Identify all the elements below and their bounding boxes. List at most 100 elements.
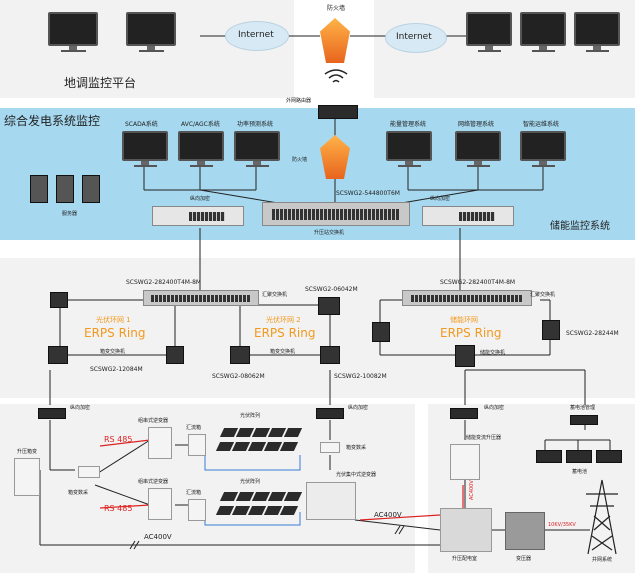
switch-12084-label: SCSWG2-12084M — [90, 366, 143, 373]
system-scada-label: SCADA系统 — [125, 121, 158, 128]
internet-cloud-right — [386, 24, 446, 52]
mid-switch-model: SCSWG2-06042M — [305, 286, 358, 293]
system-om-label: 智能运维系统 — [523, 121, 560, 128]
dispatch-monitor-1 — [48, 12, 98, 54]
right-agg-switch — [402, 290, 532, 306]
ring-band — [0, 258, 635, 398]
string-inverter2 — [148, 488, 172, 520]
bms-device — [570, 415, 598, 425]
energy-monitor — [386, 131, 432, 167]
system-network-label: 网络管理系统 — [458, 121, 495, 128]
switch-08062-label: SCSWG2-08062M — [212, 373, 265, 380]
ac400-left-label: AC400V — [144, 533, 172, 541]
server-label: 服务器 — [62, 211, 78, 217]
forecast-monitor — [234, 131, 280, 167]
left-agg-switch — [143, 290, 259, 306]
dispatch-monitor-4 — [520, 12, 566, 54]
storage-switch-label: 储能交换机 — [480, 350, 506, 356]
dispatch-monitor-3 — [466, 12, 512, 54]
ring1-label: ERPS Ring — [84, 326, 146, 340]
ac400-mid-label: AC400V — [374, 511, 402, 519]
transformer-device — [505, 512, 545, 550]
box-data-label-2: 箱变数采 — [346, 445, 367, 451]
server-1 — [30, 175, 48, 203]
dispatch-monitor-2 — [126, 12, 176, 54]
scada-monitor — [122, 131, 168, 167]
encrypt-right-device — [422, 206, 514, 226]
ring2-right-switch — [320, 346, 340, 364]
encrypt2-device — [316, 408, 344, 419]
server-2 — [56, 175, 74, 203]
combiner1-label: 汇流箱 — [186, 425, 202, 431]
battery-2 — [566, 450, 592, 463]
internet-cloud-left — [226, 22, 288, 50]
ring1-bottom-switch — [48, 346, 68, 364]
transformer-label: 变压器 — [516, 556, 532, 562]
router-icon — [318, 105, 358, 119]
box-switch-label-2: 箱变交换机 — [270, 349, 296, 355]
combiner1 — [188, 434, 206, 456]
core-switch-device — [262, 202, 410, 226]
ring1-name: 光伏环网 1 — [96, 316, 131, 324]
central-inverter-label: 光伏集中式逆变器 — [336, 472, 377, 478]
battery-3 — [596, 450, 622, 463]
encrypt1-device — [38, 408, 66, 419]
left-agg-switch-model: SCSWG2-282400T4M-8M — [126, 279, 202, 286]
ring2-label: ERPS Ring — [254, 326, 316, 340]
box-switch-label-1: 箱变交换机 — [100, 349, 126, 355]
box-data-label-1: 箱变数采 — [68, 490, 89, 496]
ring2-left-switch — [230, 346, 250, 364]
firewall-top-label: 防火墙 — [327, 5, 346, 12]
combiner2 — [188, 499, 206, 521]
rs485-label-1: RS 485 — [104, 435, 133, 444]
internet-right-label: Internet — [396, 32, 432, 42]
mid-ring-switch — [318, 297, 340, 315]
integrated-monitoring-title: 综合发电系统监控 — [4, 114, 101, 128]
ring1-top-switch — [50, 292, 68, 308]
dispatch-monitor-5 — [574, 12, 620, 54]
battery-1 — [536, 450, 562, 463]
ac400-vertical-label: AC400V — [469, 480, 475, 500]
ring1-mid-switch — [166, 346, 184, 364]
switchgear-label: 升压配电室 — [452, 556, 478, 562]
grid-tower-label: 并网系统 — [592, 557, 613, 563]
om-monitor — [520, 131, 566, 167]
encrypt-left-label: 纵向加密 — [190, 196, 211, 202]
combiner2-label: 汇流箱 — [186, 490, 202, 496]
bms-label: 蓄电池管理 — [570, 405, 596, 411]
box-data-device-2 — [320, 442, 340, 453]
system-energy-label: 能量管理系统 — [390, 121, 427, 128]
switch-28244-label: SCSWG2-28244M — [566, 330, 619, 337]
battery-label: 蓄电池 — [572, 469, 588, 475]
box-data-device-1 — [78, 466, 100, 478]
storage-converter-label: 储能变流升压器 — [466, 435, 502, 441]
voltage-label: 10KV/35KV — [548, 522, 576, 528]
right-agg-switch-model: SCSWG2-282400T4M-8M — [440, 279, 516, 286]
boost-box-label: 升压箱变 — [17, 449, 38, 455]
dispatch-platform-title: 地调监控平台 — [64, 76, 137, 90]
pv-array2-label: 光伏阵列 — [240, 479, 261, 485]
encrypt-left-device — [152, 206, 244, 226]
encrypt3-label: 纵向加密 — [484, 405, 505, 411]
system-forecast-label: 功率预测系统 — [237, 121, 274, 128]
internet-left-label: Internet — [238, 30, 274, 40]
ring2-name: 光伏环网 2 — [266, 316, 301, 324]
storage-ring-right-switch — [542, 320, 560, 340]
encrypt-right-label: 纵向加密 — [430, 196, 451, 202]
firewall-middle-label: 防火墙 — [292, 157, 308, 163]
string-inverter1 — [148, 427, 172, 459]
system-avc-label: AVC/AGC系统 — [181, 121, 220, 128]
encrypt2-label: 纵向加密 — [348, 405, 369, 411]
encrypt1-label: 纵向加密 — [70, 405, 91, 411]
pv-array1-label: 光伏阵列 — [240, 413, 261, 419]
switchgear-device — [440, 508, 492, 552]
rs485-label-2: RS 485 — [104, 504, 133, 513]
storage-ring-label: ERPS Ring — [440, 326, 502, 340]
core-switch-label: SCSWG2-544800T6M — [336, 190, 400, 197]
server-3 — [82, 175, 100, 203]
wifi-icon — [324, 69, 348, 83]
avc-monitor — [178, 131, 224, 167]
boost-box-device — [14, 458, 40, 496]
string-inverter1-label: 组串式逆变器 — [138, 418, 169, 424]
